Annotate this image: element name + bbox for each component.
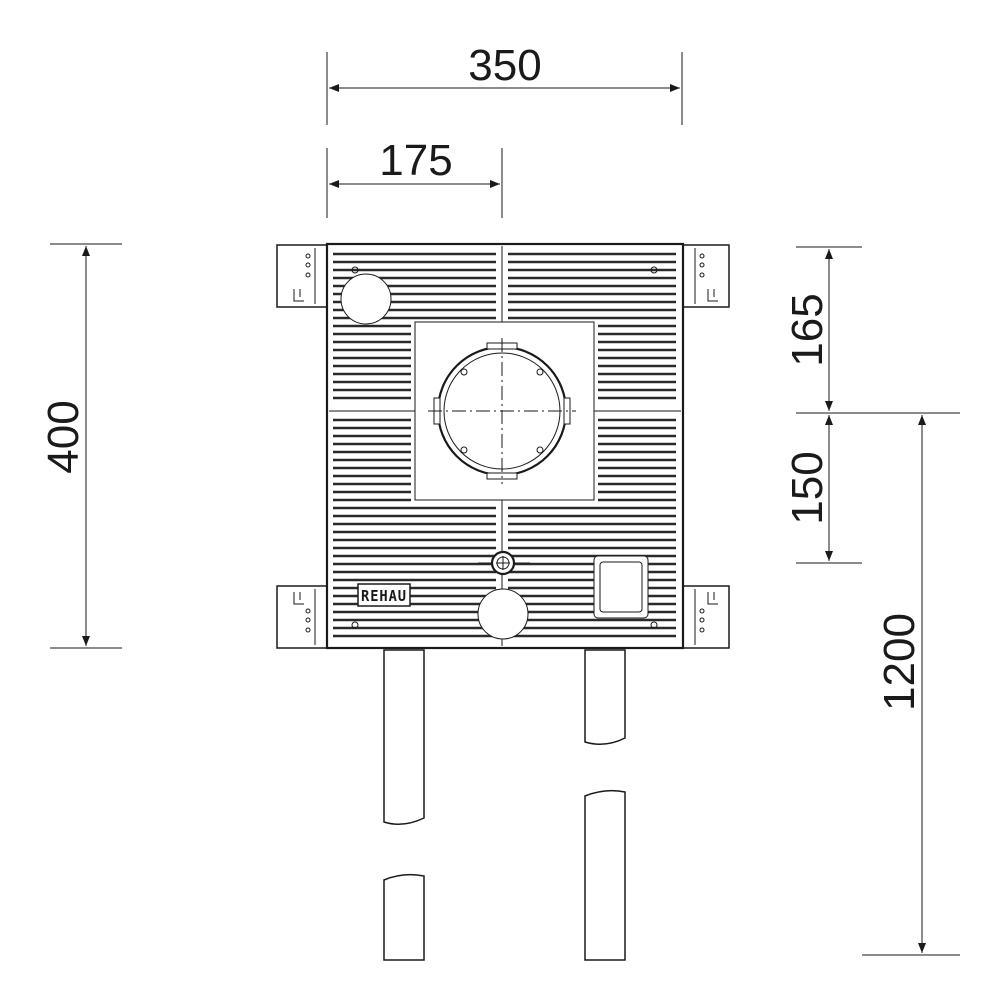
dimension-overall-width: 350 <box>326 41 683 125</box>
dimension-center-to-lower: 150 <box>783 415 862 564</box>
bracket-bottom-right <box>682 585 730 649</box>
center-to-lower-label: 150 <box>783 451 832 524</box>
dimension-top-to-center: 165 <box>783 246 862 414</box>
overall-width-label: 350 <box>468 41 541 90</box>
bracket-top-right <box>682 244 730 308</box>
pipe-right <box>584 649 626 961</box>
rectangular-opening <box>593 555 649 619</box>
knockout-bottom-center <box>477 588 529 640</box>
half-width-label: 175 <box>379 136 452 185</box>
pipe-length-label: 1200 <box>875 613 924 711</box>
screw-holes <box>351 266 658 629</box>
dimension-overall-height: 400 <box>39 243 122 649</box>
bracket-top-left <box>276 244 328 308</box>
knockout-top-left <box>340 273 392 325</box>
central-opening <box>414 310 595 510</box>
pipe-left <box>383 649 425 961</box>
overall-height-label: 400 <box>39 400 88 473</box>
dimension-pipe-length: 1200 <box>862 412 960 956</box>
pipe-fitting-icon <box>478 550 530 576</box>
brand-logo: REHAU <box>357 583 411 607</box>
dimension-half-width: 175 <box>326 136 503 218</box>
top-to-center-label: 165 <box>783 293 832 366</box>
bracket-bottom-left <box>276 585 328 649</box>
brand-logo-text: REHAU <box>361 587 407 605</box>
